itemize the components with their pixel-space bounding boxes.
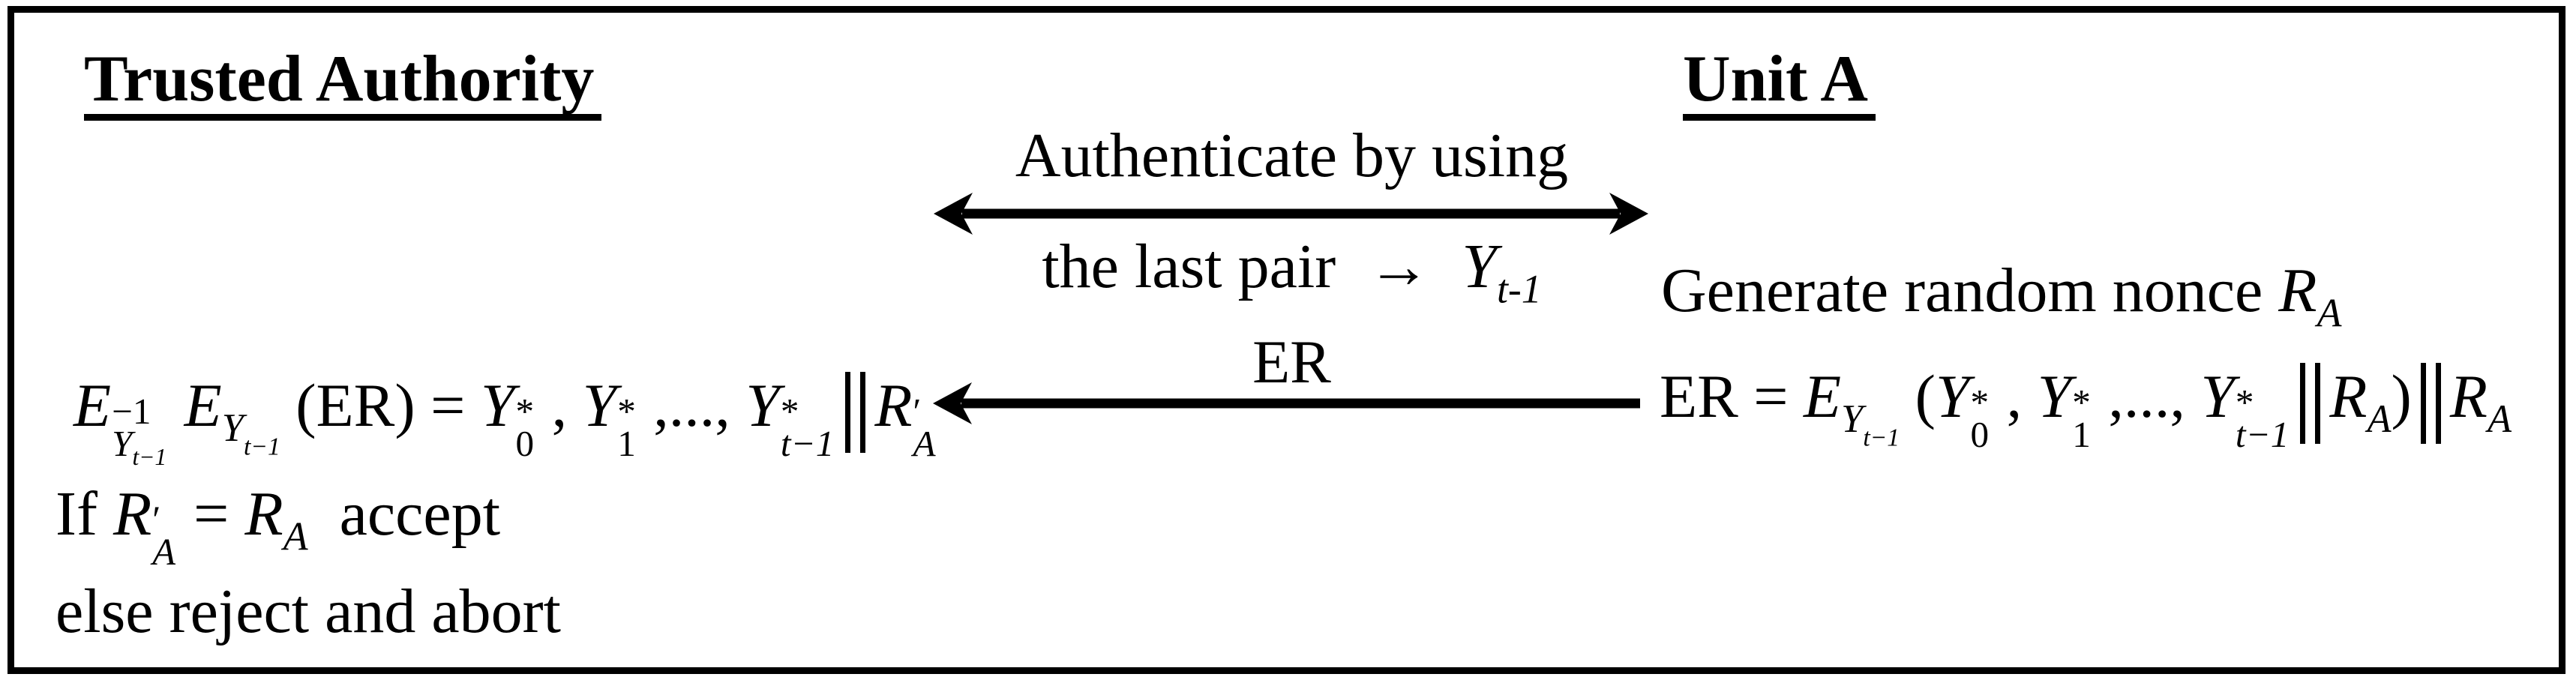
- else-reject-line: else reject and abort: [55, 577, 561, 646]
- arrowhead-left-icon: [933, 382, 972, 424]
- auth-caption-line1: Authenticate by using: [1015, 121, 1569, 190]
- er-message-label: ER: [1252, 328, 1331, 396]
- auth-caption-line2: the last pair → Yt-1: [1042, 232, 1542, 312]
- trusted-authority-heading: Trusted Authority: [84, 46, 602, 121]
- er-message-arrow: [933, 382, 1640, 424]
- arrowhead-right-icon: [1609, 193, 1648, 235]
- arrowhead-left-icon: [934, 193, 973, 235]
- if-accept-line: If R′A = RA accept: [55, 479, 501, 574]
- diagram-border: [7, 6, 2566, 674]
- actor-trusted-authority: Trusted Authority: [72, 33, 602, 134]
- unit-a-heading: Unit A: [1683, 46, 1876, 121]
- mutual-auth-arrow: [934, 193, 1648, 235]
- generate-nonce-line: Generate random nonce RA: [1661, 256, 2342, 336]
- actor-unit-a: Unit A: [1671, 33, 1876, 134]
